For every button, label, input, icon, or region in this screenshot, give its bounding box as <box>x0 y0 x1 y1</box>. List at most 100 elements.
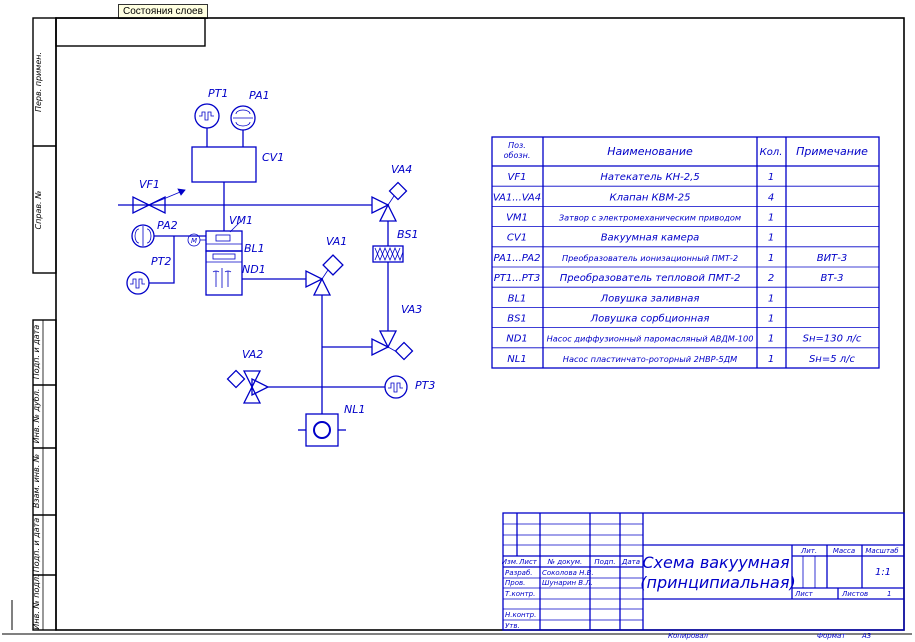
tb-tkontr: Т.контр. <box>505 590 535 598</box>
schematic: PT1 PA1 CV1 VF1 VA4 PA2 VM1 BL1 ND1 PT2 … <box>118 87 435 447</box>
side-label: Инв. № подл. <box>32 574 41 629</box>
spec-cell-qty: 1 <box>768 354 774 365</box>
drawing-frame <box>55 17 905 631</box>
spec-cell-qty: 1 <box>768 213 774 224</box>
gauge-pt3 <box>384 375 408 399</box>
side-label: Взам. инв. № <box>32 454 41 508</box>
spec-cell-name: Ловушка заливная <box>600 293 700 304</box>
side-label: Перв. примен. <box>34 52 43 112</box>
gauge-pt1 <box>194 103 220 147</box>
spec-cell-pos: PT1...PT3 <box>494 273 541 284</box>
spec-cell-name: Насос пластинчато-роторный 2НВР-5ДМ <box>563 354 737 364</box>
spec-cell-name: Преобразователь ионизационный ПМТ-2 <box>562 253 738 263</box>
label-nd1: ND1 <box>242 263 266 276</box>
spec-cell-note: ВИТ-3 <box>817 253 847 264</box>
format-label: Формат <box>817 632 846 640</box>
spec-cell-qty: 4 <box>768 192 774 203</box>
label-pt1: PT1 <box>208 87 228 100</box>
copied-label: Копировал <box>668 632 709 640</box>
tb-data: Дата <box>621 558 640 566</box>
spec-cell-pos: BL1 <box>508 293 527 304</box>
tb-utv: Утв. <box>505 622 520 630</box>
spec-cell-pos: VA1...VA4 <box>493 192 541 203</box>
valve-va3 <box>371 330 414 361</box>
title-line-2: (принципиальная) <box>640 573 795 592</box>
spec-cell-pos: ND1 <box>506 334 528 345</box>
valve-va4 <box>371 181 408 222</box>
spec-cell-qty: 1 <box>768 334 774 345</box>
spec-cell-qty: 1 <box>768 253 774 264</box>
spec-cell-name: Насос диффузионный паромасляный АВДМ-100 <box>547 334 754 344</box>
spec-cell-name: Вакуумная камера <box>601 233 700 244</box>
tb-prov: Пров. <box>505 579 525 587</box>
spec-cell-note: Sн=5 л/с <box>809 354 856 365</box>
label-vm1: VM1 <box>229 214 253 227</box>
side-label: Инв. № дубл. <box>32 389 41 444</box>
label-pt3: PT3 <box>415 379 435 392</box>
label-nl1: NL1 <box>344 403 365 416</box>
tb-scale: 1:1 <box>875 567 891 578</box>
tb-prov-name: Шунарин В.Л. <box>542 579 593 587</box>
side-labels: Перв. примен. Справ. № Подп. и дата Инв.… <box>32 52 43 630</box>
spec-cell-name: Ловушка сорбционная <box>590 313 710 325</box>
label-bs1: BS1 <box>397 228 419 241</box>
tb-masshtab: Масштаб <box>865 547 899 555</box>
label-pt2: PT2 <box>151 255 171 268</box>
tb-razrab-name: Соколова Н.В. <box>542 569 594 577</box>
spec-cell-qty: 1 <box>768 314 774 325</box>
valve-va1 <box>305 254 344 296</box>
pump-nl1 <box>298 413 346 447</box>
label-va3: VA3 <box>401 303 422 316</box>
format-value: А3 <box>861 632 871 640</box>
spec-cell-qty: 1 <box>768 233 774 244</box>
tb-sheets-count: 1 <box>887 590 891 598</box>
spec-header-name: Наименование <box>607 145 693 158</box>
spec-cell-pos: NL1 <box>507 354 526 365</box>
spec-cell-qty: 2 <box>768 273 774 284</box>
tb-massa: Масса <box>833 547 855 555</box>
tb-sheet: Лист <box>794 590 814 598</box>
gauge-pa1 <box>230 105 256 147</box>
spec-cell-pos: PA1...PA2 <box>493 253 540 264</box>
tb-razrab: Разраб. <box>505 569 533 577</box>
title-block: Схема вакуумная (принципиальная) Изм. Ли… <box>502 512 905 631</box>
side-label: Подп. и дата <box>32 325 41 380</box>
label-vf1: VF1 <box>139 178 160 191</box>
spec-cell-name: Затвор с электромеханическим приводом <box>559 213 741 223</box>
spec-cell-pos: BS1 <box>507 314 527 325</box>
spec-cell-qty: 1 <box>768 172 774 183</box>
side-strip <box>32 17 57 631</box>
valve-vf1 <box>132 188 186 215</box>
spec-cell-name: Преобразователь тепловой ПМТ-2 <box>560 272 741 284</box>
spec-header-pos: Поз.обозн. <box>504 141 531 160</box>
label-pa1: PA1 <box>249 89 270 102</box>
label-bl1: BL1 <box>244 242 265 255</box>
tb-izm: Изм. <box>502 558 518 566</box>
label-va2: VA2 <box>242 348 263 361</box>
spec-header-qty: Кол. <box>760 147 783 158</box>
title-line-1: Схема вакуумная <box>642 553 790 572</box>
tb-nkontr: Н.контр. <box>505 611 536 619</box>
spec-cell-pos: VM1 <box>506 213 528 224</box>
gauge-pa2 <box>131 224 206 248</box>
chamber-cv1 <box>191 146 257 183</box>
spec-table: Поз.обозн. Наименование Кол. Примечание … <box>491 136 880 369</box>
spec-header-note: Примечание <box>796 145 868 158</box>
spec-cell-name: Клапан КВМ-25 <box>610 192 691 203</box>
label-motor: M <box>191 237 197 245</box>
label-va4: VA4 <box>391 163 412 176</box>
spec-cell-pos: CV1 <box>507 233 527 244</box>
side-label: Подп. и дата <box>32 518 41 573</box>
spec-cell-note: ВТ-3 <box>821 273 844 284</box>
spec-cell-name: Натекатель КН-2,5 <box>600 172 699 183</box>
label-cv1: CV1 <box>262 151 284 164</box>
top-left-box <box>55 17 206 47</box>
tb-sheets: Листов <box>841 590 868 598</box>
spec-cell-note: Sн=130 л/с <box>803 334 862 345</box>
gauge-pt2 <box>126 236 175 295</box>
valve-va2 <box>226 369 270 404</box>
trap-bs1 <box>372 245 404 263</box>
tb-podp: Подп. <box>594 558 615 566</box>
spec-cell-qty: 1 <box>768 293 774 304</box>
